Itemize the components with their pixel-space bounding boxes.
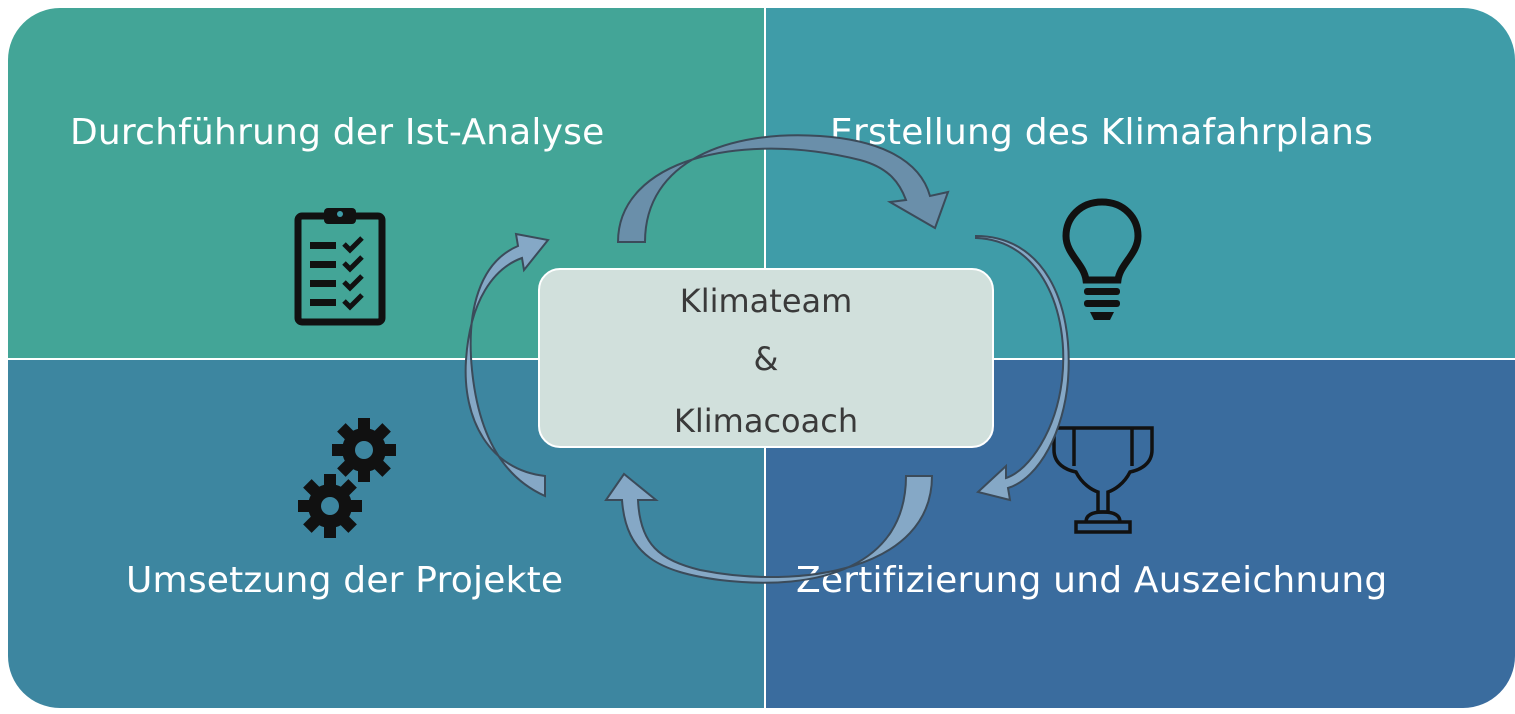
gears-icon bbox=[298, 418, 396, 538]
label-klimafahrplan: Erstellung des Klimafahrplans bbox=[830, 112, 1374, 153]
trophy-icon bbox=[1052, 426, 1154, 534]
label-projekte: Umsetzung der Projekte bbox=[126, 560, 564, 601]
center-line-klimacoach: Klimacoach bbox=[673, 402, 859, 440]
clipboard-checklist-icon bbox=[294, 208, 386, 326]
label-zertifizierung: Zertifizierung und Auszeichnung bbox=[796, 560, 1388, 601]
center-line-ampersand: & bbox=[753, 340, 779, 378]
label-ist-analyse: Durchführung der Ist-Analyse bbox=[70, 112, 605, 153]
center-line-klimateam: Klimateam bbox=[679, 282, 853, 320]
lightbulb-icon bbox=[1062, 198, 1142, 320]
center-team-box: Klimateam & Klimacoach bbox=[538, 268, 994, 448]
